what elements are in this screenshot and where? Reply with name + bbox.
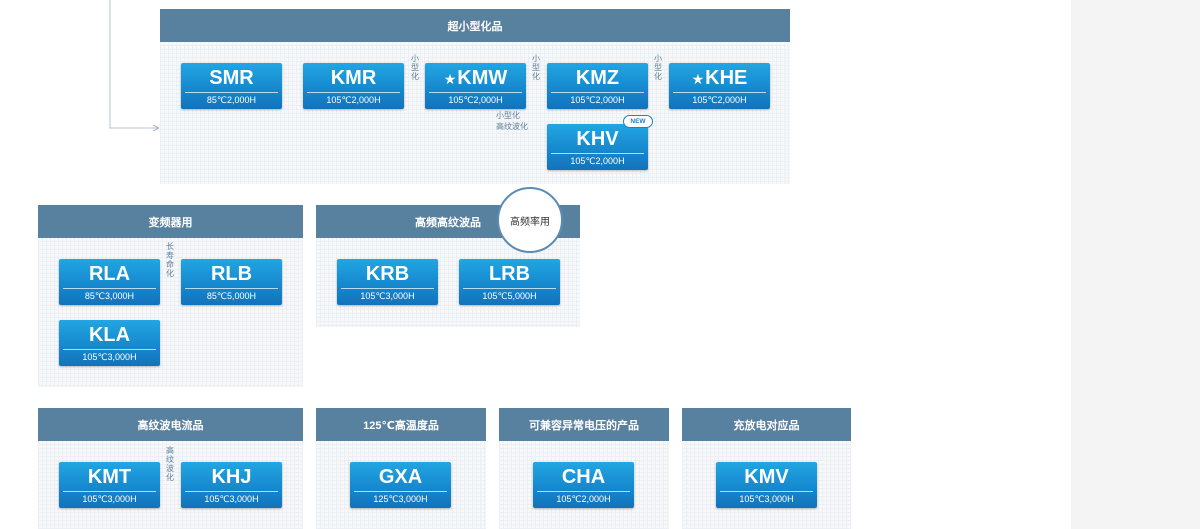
product-spec: 105℃2,000H [570, 156, 625, 166]
product-spec: 105℃3,000H [360, 291, 415, 301]
product-spec: 105℃3,000H [739, 494, 794, 504]
product-spec: 105℃3,000H [82, 352, 137, 362]
product-smr[interactable]: SMR 85℃2,000H [181, 63, 282, 109]
product-name: KMT [87, 466, 132, 488]
divider [307, 92, 400, 93]
divider [63, 349, 156, 350]
divider [341, 288, 434, 289]
divider [463, 288, 556, 289]
product-spec: 105℃2,000H [692, 95, 747, 105]
group-header-high-temp: 125℃高温度品 [316, 408, 486, 441]
product-spec: 105℃5,000H [482, 291, 537, 301]
right-side-panel [1071, 0, 1200, 529]
divider [429, 92, 522, 93]
label-kmr-kmw: 小型化 [411, 54, 419, 81]
star-icon: ★ [443, 71, 457, 87]
divider [551, 153, 644, 154]
product-spec: 105℃3,000H [204, 494, 259, 504]
label-rla-rlb: 长寿命化 [166, 242, 174, 278]
group-header-high-ripple: 高纹波电流品 [38, 408, 303, 441]
label-kmz-khe: 小型化 [654, 54, 662, 81]
product-rlb[interactable]: RLB 85℃5,000H [181, 259, 282, 305]
divider [537, 491, 630, 492]
divider [673, 92, 766, 93]
product-kla[interactable]: KLA 105℃3,000H [59, 320, 160, 366]
group-header-inverter: 变频器用 [38, 205, 303, 238]
group-title-high-frequency: 高频高纹波品 [415, 216, 481, 229]
label-kmw-khv-1: 小型化 [496, 111, 520, 120]
product-rla[interactable]: RLA 85℃3,000H [59, 259, 160, 305]
product-kmr[interactable]: KMR 105℃2,000H [303, 63, 404, 109]
product-lrb[interactable]: LRB 105℃5,000H [459, 259, 560, 305]
product-name: KLA [88, 324, 131, 346]
product-spec: 105℃2,000H [448, 95, 503, 105]
label-kmt-khj: 高纹波化 [166, 446, 174, 482]
divider [185, 491, 278, 492]
product-spec: 85℃2,000H [206, 95, 257, 105]
product-kmt[interactable]: KMT 105℃3,000H [59, 462, 160, 508]
product-name-text: KMW [457, 67, 508, 89]
product-name: KRB [365, 263, 410, 285]
label-kmw-kmz: 小型化 [532, 54, 540, 81]
high-frequency-badge: 高频率用 [497, 187, 563, 253]
product-name: RLB [210, 263, 253, 285]
product-khe[interactable]: ★KHE 105℃2,000H [669, 63, 770, 109]
product-spec: 105℃2,000H [570, 95, 625, 105]
entry-connector [109, 0, 158, 128]
product-name: ★KHE [669, 66, 770, 90]
product-khj[interactable]: KHJ 105℃3,000H [181, 462, 282, 508]
product-name: KHV [576, 128, 619, 150]
divider [354, 491, 447, 492]
product-spec: 125℃3,000H [373, 494, 428, 504]
product-kmv[interactable]: KMV 105℃3,000H [716, 462, 817, 508]
product-name: RLA [88, 263, 131, 285]
product-name-text: KHE [705, 67, 748, 89]
product-name: KMV [744, 466, 789, 488]
product-spec: 105℃2,000H [556, 494, 611, 504]
star-icon: ★ [691, 71, 705, 87]
group-header-ultra-small: 超小型化品 [160, 9, 790, 42]
new-badge: NEW [623, 115, 653, 128]
product-name: ★KMW [425, 66, 526, 90]
product-krb[interactable]: KRB 105℃3,000H [337, 259, 438, 305]
product-name: KMZ [575, 67, 620, 89]
divider [551, 92, 644, 93]
group-header-charge-discharge: 充放电对应品 [682, 408, 851, 441]
divider [720, 491, 813, 492]
product-cha[interactable]: CHA 105℃2,000H [533, 462, 634, 508]
divider [63, 491, 156, 492]
product-spec: 85℃3,000H [84, 291, 135, 301]
product-khv[interactable]: KHV 105℃2,000H [547, 124, 648, 170]
divider [185, 92, 278, 93]
product-name: KHJ [211, 466, 252, 488]
product-gxa[interactable]: GXA 125℃3,000H [350, 462, 451, 508]
product-spec: 105℃3,000H [82, 494, 137, 504]
product-spec: 85℃5,000H [206, 291, 257, 301]
product-name: GXA [378, 466, 423, 488]
product-name: SMR [209, 67, 254, 89]
product-spec: 105℃2,000H [326, 95, 381, 105]
group-header-abnormal-voltage: 可兼容异常电压的产品 [499, 408, 669, 441]
label-kmw-khv-2: 高纹波化 [496, 122, 528, 131]
product-kmw[interactable]: ★KMW 105℃2,000H [425, 63, 526, 109]
product-name: LRB [488, 263, 531, 285]
product-name: CHA [561, 466, 606, 488]
product-kmz[interactable]: KMZ 105℃2,000H [547, 63, 648, 109]
divider [63, 288, 156, 289]
product-name: KMR [330, 67, 377, 89]
divider [185, 288, 278, 289]
